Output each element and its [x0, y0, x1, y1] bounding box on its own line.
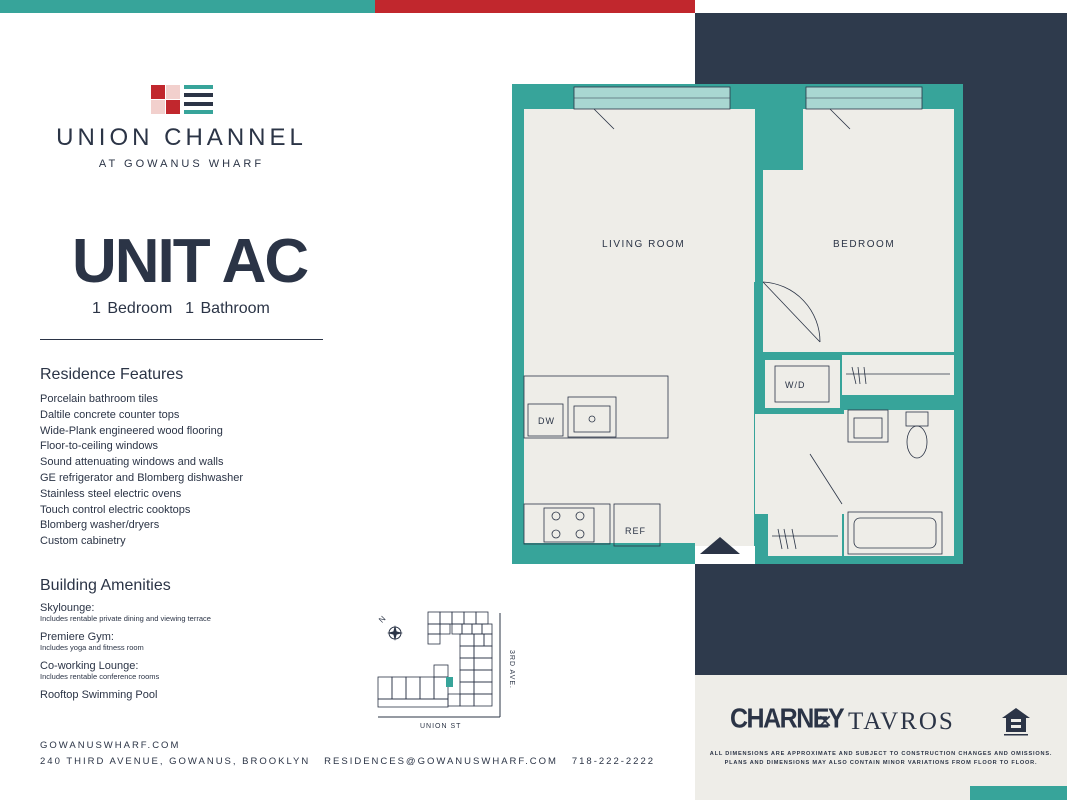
bottom-teal-bar	[970, 786, 1067, 800]
amenity-name: Rooftop Swimming Pool	[40, 689, 158, 701]
amenity-desc: Includes rentable private dining and vie…	[40, 614, 211, 623]
street-3rd-ave-label: 3RD AVE.	[508, 650, 515, 689]
bedroom-label: BEDROOM	[833, 239, 895, 250]
amenity-name: Premiere Gym:	[40, 631, 114, 643]
feature-item: Floor-to-ceiling windows	[40, 440, 158, 453]
top-bar-red	[375, 0, 695, 13]
street-union-label: UNION ST	[420, 723, 461, 730]
feature-item: Daltile concrete counter tops	[40, 408, 180, 421]
living-room-label: LIVING ROOM	[602, 239, 685, 250]
key-plan: N UNION ST 3RD AVE.	[377, 611, 515, 730]
residence-features-list: Porcelain bathroom tiles Daltile concret…	[40, 392, 243, 550]
washer-dryer-label: W/D	[785, 380, 806, 390]
logo-mark-icon	[151, 85, 213, 114]
feature-item: Porcelain bathroom tiles	[40, 393, 159, 405]
unit-title: UNIT AC	[72, 227, 309, 296]
residence-features-heading: Residence Features	[40, 366, 184, 383]
dishwasher-label: DW	[538, 416, 555, 426]
feature-item: Custom cabinetry	[40, 535, 126, 548]
website-link[interactable]: GOWANUSWHARF.COM	[40, 740, 181, 751]
feature-item: Touch control electric cooktops	[40, 503, 191, 516]
feature-item: Blomberg washer/dryers	[40, 519, 160, 532]
partner-separator: ×	[818, 708, 833, 735]
amenity-desc: Includes yoga and fitness room	[40, 643, 144, 652]
amenities-list: Skylounge: Includes rentable private din…	[40, 602, 340, 701]
compass-icon: N	[377, 614, 403, 641]
feature-item: Stainless steel electric ovens	[40, 487, 182, 500]
charney-logo: CHARNEY	[730, 703, 845, 735]
compass-north-label: N	[377, 614, 388, 625]
brand-title: UNION CHANNEL	[56, 124, 307, 151]
entry-arrow-icon	[700, 537, 740, 554]
refrigerator-label: REF	[625, 526, 646, 536]
disclaimer: ALL DIMENSIONS ARE APPROXIMATE AND SUBJE…	[709, 751, 1053, 766]
amenity-name: Co-working Lounge:	[40, 660, 139, 672]
equal-housing-icon	[1002, 708, 1030, 736]
brand-subtitle: AT GOWANUS WHARF	[98, 158, 265, 170]
footer-panel	[695, 675, 1067, 800]
amenity-name: Skylounge:	[40, 602, 95, 614]
feature-item: Wide-Plank engineered wood flooring	[40, 424, 223, 437]
contact-line: 240 THIRD AVENUE, GOWANUS, BROOKLYN RESI…	[40, 756, 656, 767]
building-amenities-heading: Building Amenities	[40, 577, 171, 594]
divider	[40, 339, 323, 340]
top-bar-teal	[0, 0, 375, 13]
amenity-desc: Includes rentable conference rooms	[40, 672, 160, 681]
floor-plan: DW REF W/D LIVING ROOM BEDROOM	[512, 84, 963, 564]
tavros-logo: TAVROS	[848, 708, 955, 735]
feature-item: Sound attenuating windows and walls	[40, 456, 224, 469]
feature-item: GE refrigerator and Blomberg dishwasher	[40, 471, 243, 484]
unit-subtitle: 1 Bedroom 1 Bathroom	[92, 300, 270, 317]
